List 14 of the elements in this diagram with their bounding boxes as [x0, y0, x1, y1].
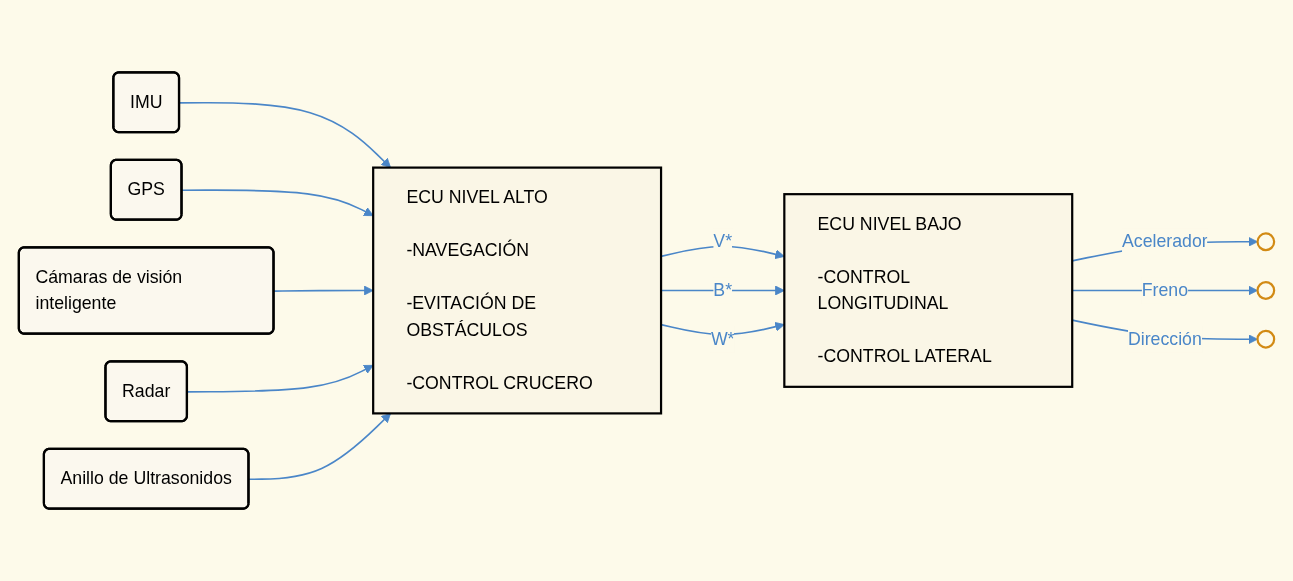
arrow [186, 364, 374, 393]
edge-label: Freno [1141, 280, 1189, 300]
node-circle [1256, 232, 1276, 252]
node-box: ECU NIVEL ALTO -NAVEGACIÓN -EVITACIÓN DE OBSTÁCULOS -CONTROL CRUCERO [372, 166, 663, 415]
edge-label: B* [713, 280, 733, 300]
node-box: ECU NIVEL BAJO -CONTROL LONGITUDINAL -CONTROL LATERAL [783, 193, 1074, 388]
edge-label: W* [710, 329, 735, 349]
node-circle [1256, 329, 1276, 349]
arrow [273, 285, 374, 296]
edge-label: V* [713, 231, 733, 251]
node-circle [1256, 281, 1276, 300]
arrow [181, 189, 374, 217]
edge-label: Dirección [1127, 329, 1202, 349]
edge-label: Acelerador [1122, 231, 1208, 251]
